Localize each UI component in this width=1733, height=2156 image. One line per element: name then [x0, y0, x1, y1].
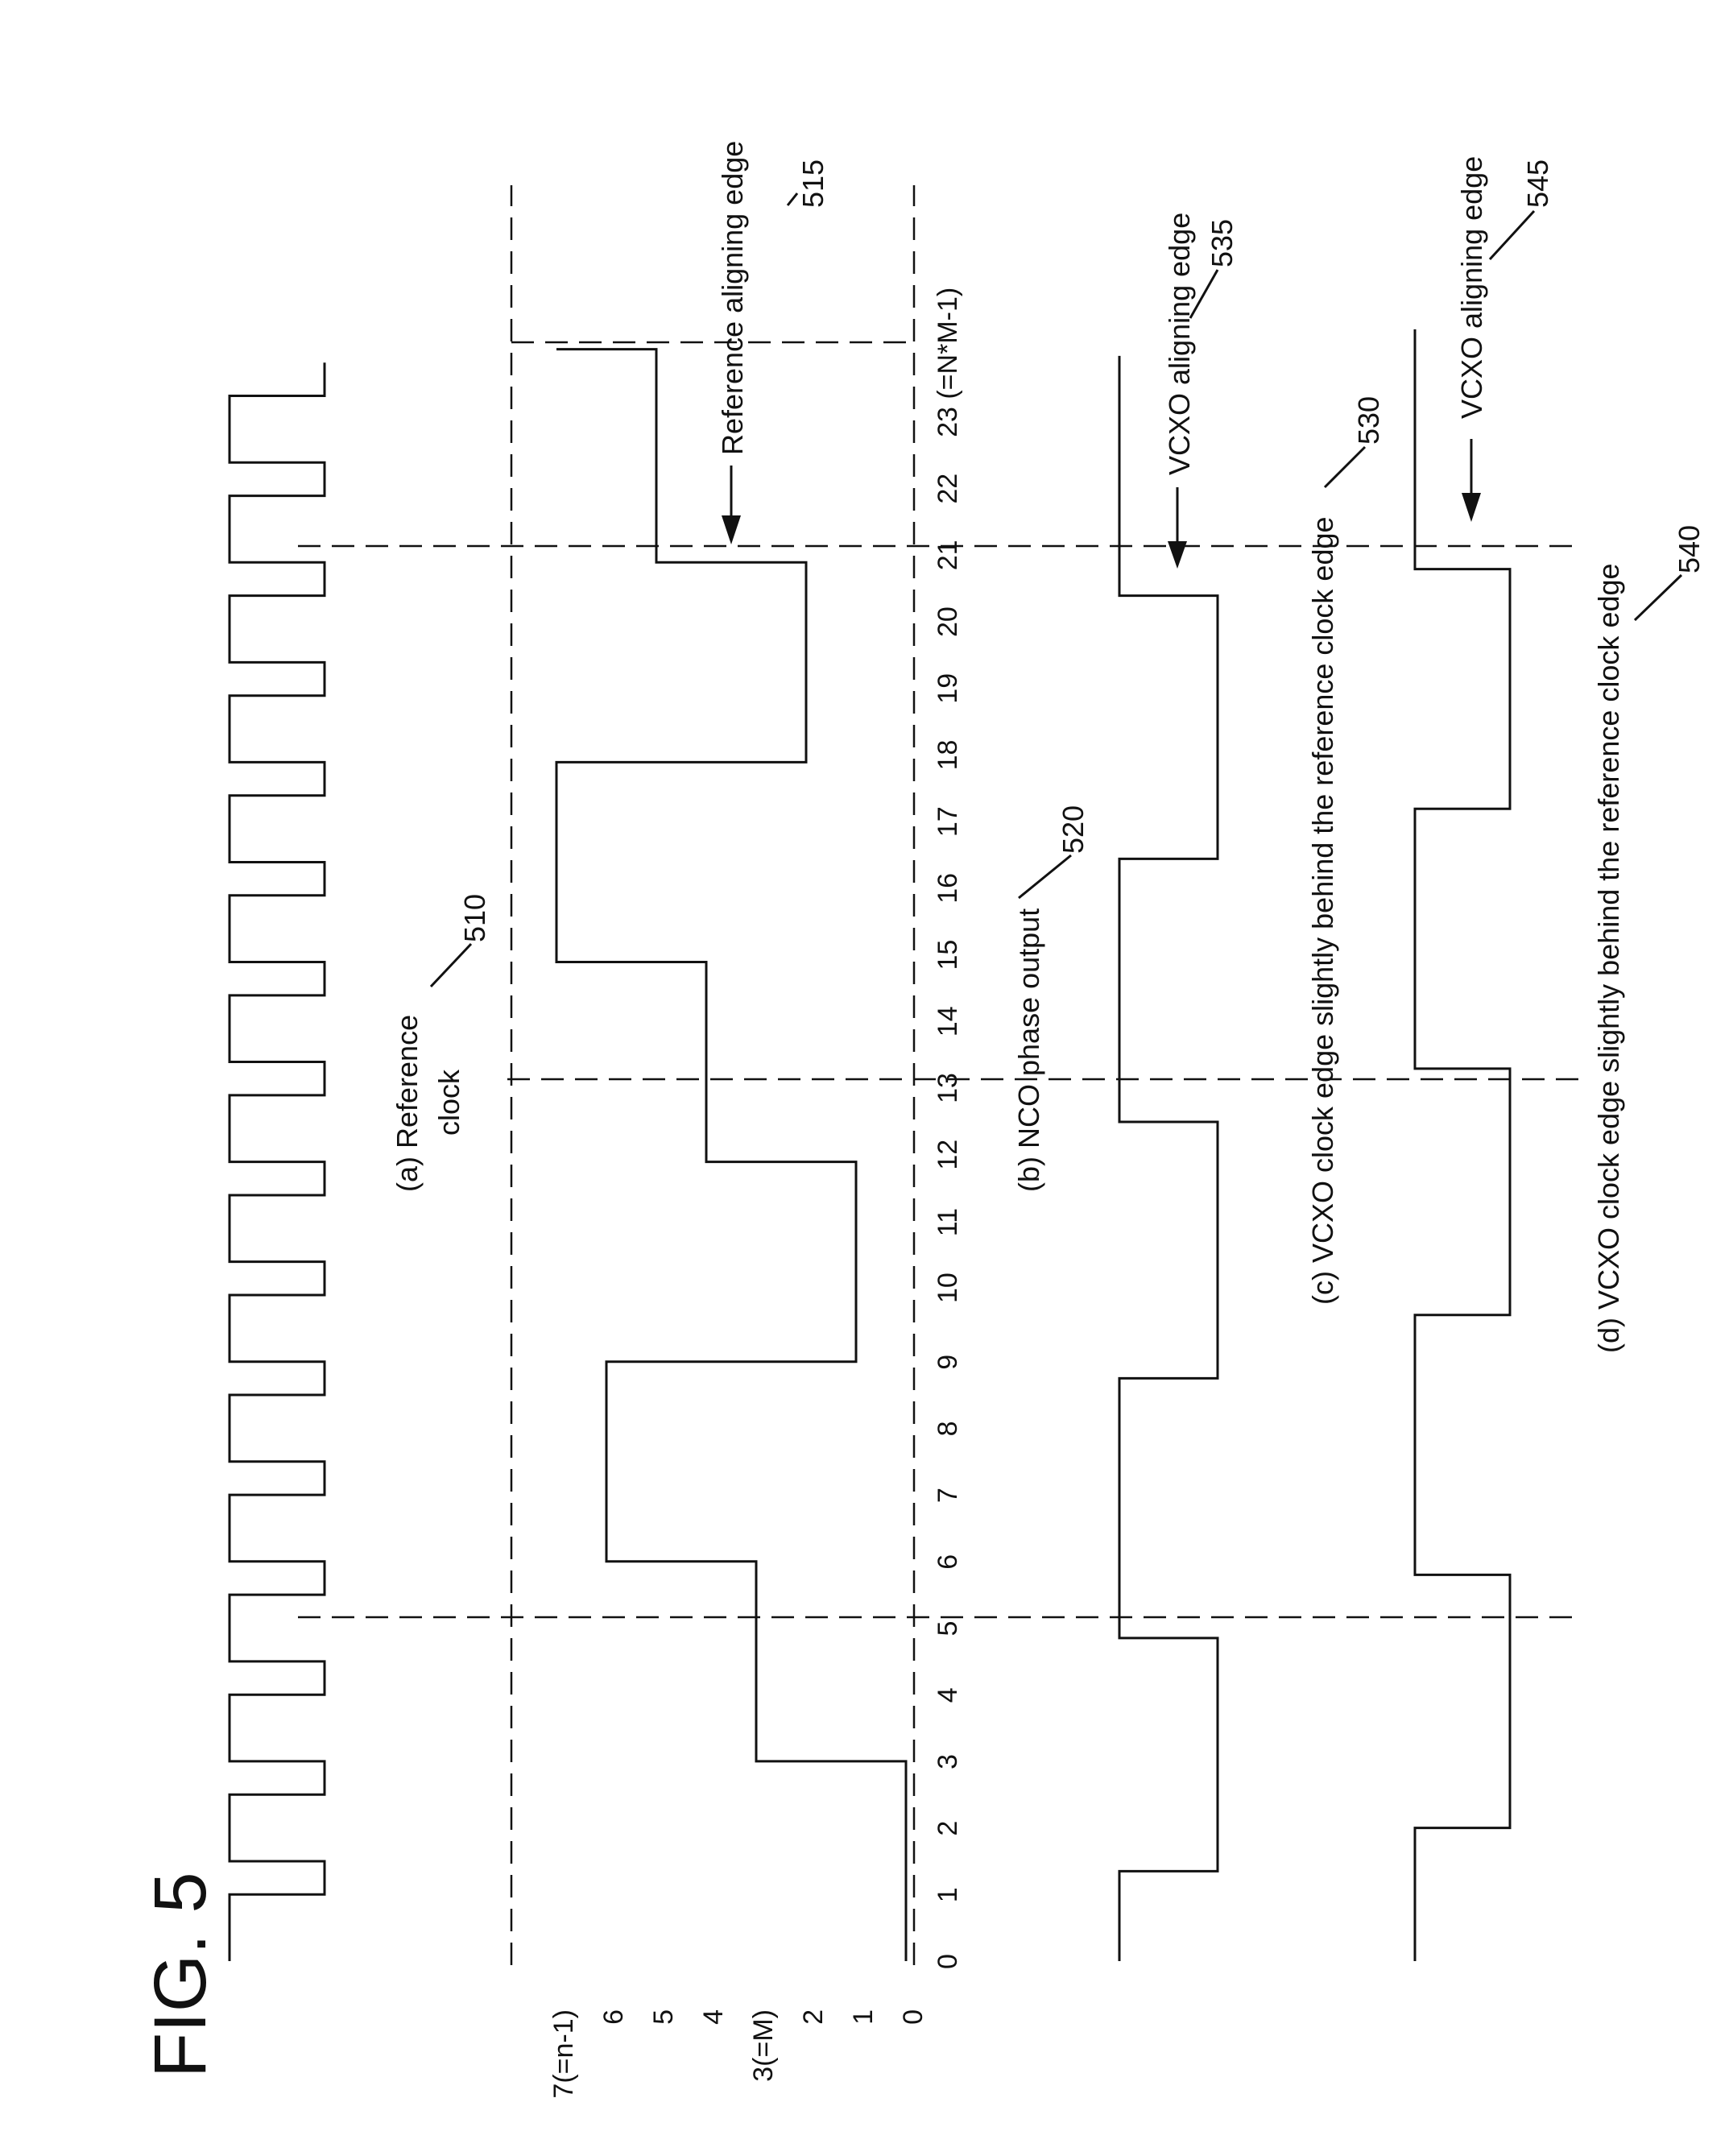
ref-align-label: Reference aligning edge [716, 141, 749, 455]
x-tick-label: 6 [933, 1554, 963, 1570]
x-tick-label: 10 [933, 1272, 963, 1303]
phase-level-label: 7(=n-1) [548, 2009, 579, 2099]
leader-540 [1635, 575, 1681, 620]
x-tick-label: 20 [933, 606, 963, 637]
x-tick-label: 7 [933, 1488, 963, 1503]
ref-align-arrowhead [722, 515, 741, 544]
ref-num-535: 535 [1206, 219, 1239, 267]
x-tick-label: 23 (=N*M-1) [933, 288, 963, 437]
ref-num-510: 510 [458, 894, 491, 942]
phase-level-label: 1 [848, 2009, 879, 2025]
phase-level-label: 2 [798, 2009, 829, 2025]
ref-num-530: 530 [1352, 396, 1385, 445]
nco-phase-tail [556, 350, 656, 563]
x-tick-label: 5 [933, 1621, 963, 1637]
x-tick-label: 2 [933, 1821, 963, 1836]
x-tick-label: 18 [933, 740, 963, 771]
leader-530 [1325, 447, 1365, 487]
phase-level-labels: 0 1 2 3(=M) 4 5 6 7(=n-1) [548, 2009, 929, 2099]
leader-520 [1019, 855, 1071, 898]
reference-clock-waveform [230, 362, 325, 1961]
vcxo-d-waveform [1415, 329, 1510, 1961]
x-tick-label: 4 [933, 1687, 963, 1703]
x-tick-label: 13 [933, 1073, 963, 1103]
figure-title: FIG. 5 [139, 1872, 221, 2078]
x-tick-labels: 01234567891011121314151617181920212223 (… [933, 288, 963, 1969]
phase-level-label: 5 [648, 2009, 679, 2025]
x-tick-label: 21 [933, 540, 963, 570]
ref-clock-label-line2: clock [432, 1069, 465, 1136]
ref-clock-label-line1: (a) Reference [391, 1015, 424, 1192]
vcxo-align-c-label: VCXO aligning edge [1163, 213, 1196, 475]
vcxo-c-waveform [1119, 356, 1218, 1961]
x-tick-label: 14 [933, 1006, 963, 1037]
phase-level-label: 3(=M) [748, 2009, 779, 2082]
x-tick-label: 17 [933, 806, 963, 837]
vcxo-align-d-label: VCXO aligning edge [1455, 156, 1488, 419]
x-tick-label: 11 [933, 1208, 963, 1236]
leader-510 [431, 944, 471, 987]
ref-num-545: 545 [1521, 159, 1554, 208]
x-tick-label: 9 [933, 1355, 963, 1370]
x-tick-label: 19 [933, 673, 963, 704]
x-tick-label: 22 [933, 474, 963, 504]
x-tick-label: 15 [933, 940, 963, 970]
ref-num-540: 540 [1673, 525, 1706, 573]
vcxo-c-label: (c) VCXO clock edge slightly behind the … [1306, 516, 1339, 1305]
x-tick-label: 1 [933, 1887, 963, 1902]
x-tick-label: 8 [933, 1421, 963, 1436]
x-tick-label: 0 [933, 1954, 963, 1969]
nco-phase-waveform [556, 369, 906, 1961]
vcxo-align-d-arrowhead [1462, 493, 1481, 522]
phase-level-label: 4 [698, 2009, 729, 2025]
phase-level-label: 6 [598, 2009, 629, 2025]
nco-label: (b) NCO phase output [1012, 908, 1045, 1192]
leader-545 [1490, 211, 1534, 259]
phase-level-label: 0 [898, 2009, 929, 2025]
x-tick-label: 12 [933, 1140, 963, 1170]
x-tick-label: 3 [933, 1754, 963, 1769]
vcxo-d-label: (d) VCXO clock edge slightly behind the … [1592, 563, 1625, 1353]
ref-num-515: 515 [796, 159, 829, 208]
ref-num-520: 520 [1057, 805, 1090, 854]
vcxo-align-c-arrowhead [1168, 541, 1187, 569]
x-tick-label: 16 [933, 873, 963, 904]
